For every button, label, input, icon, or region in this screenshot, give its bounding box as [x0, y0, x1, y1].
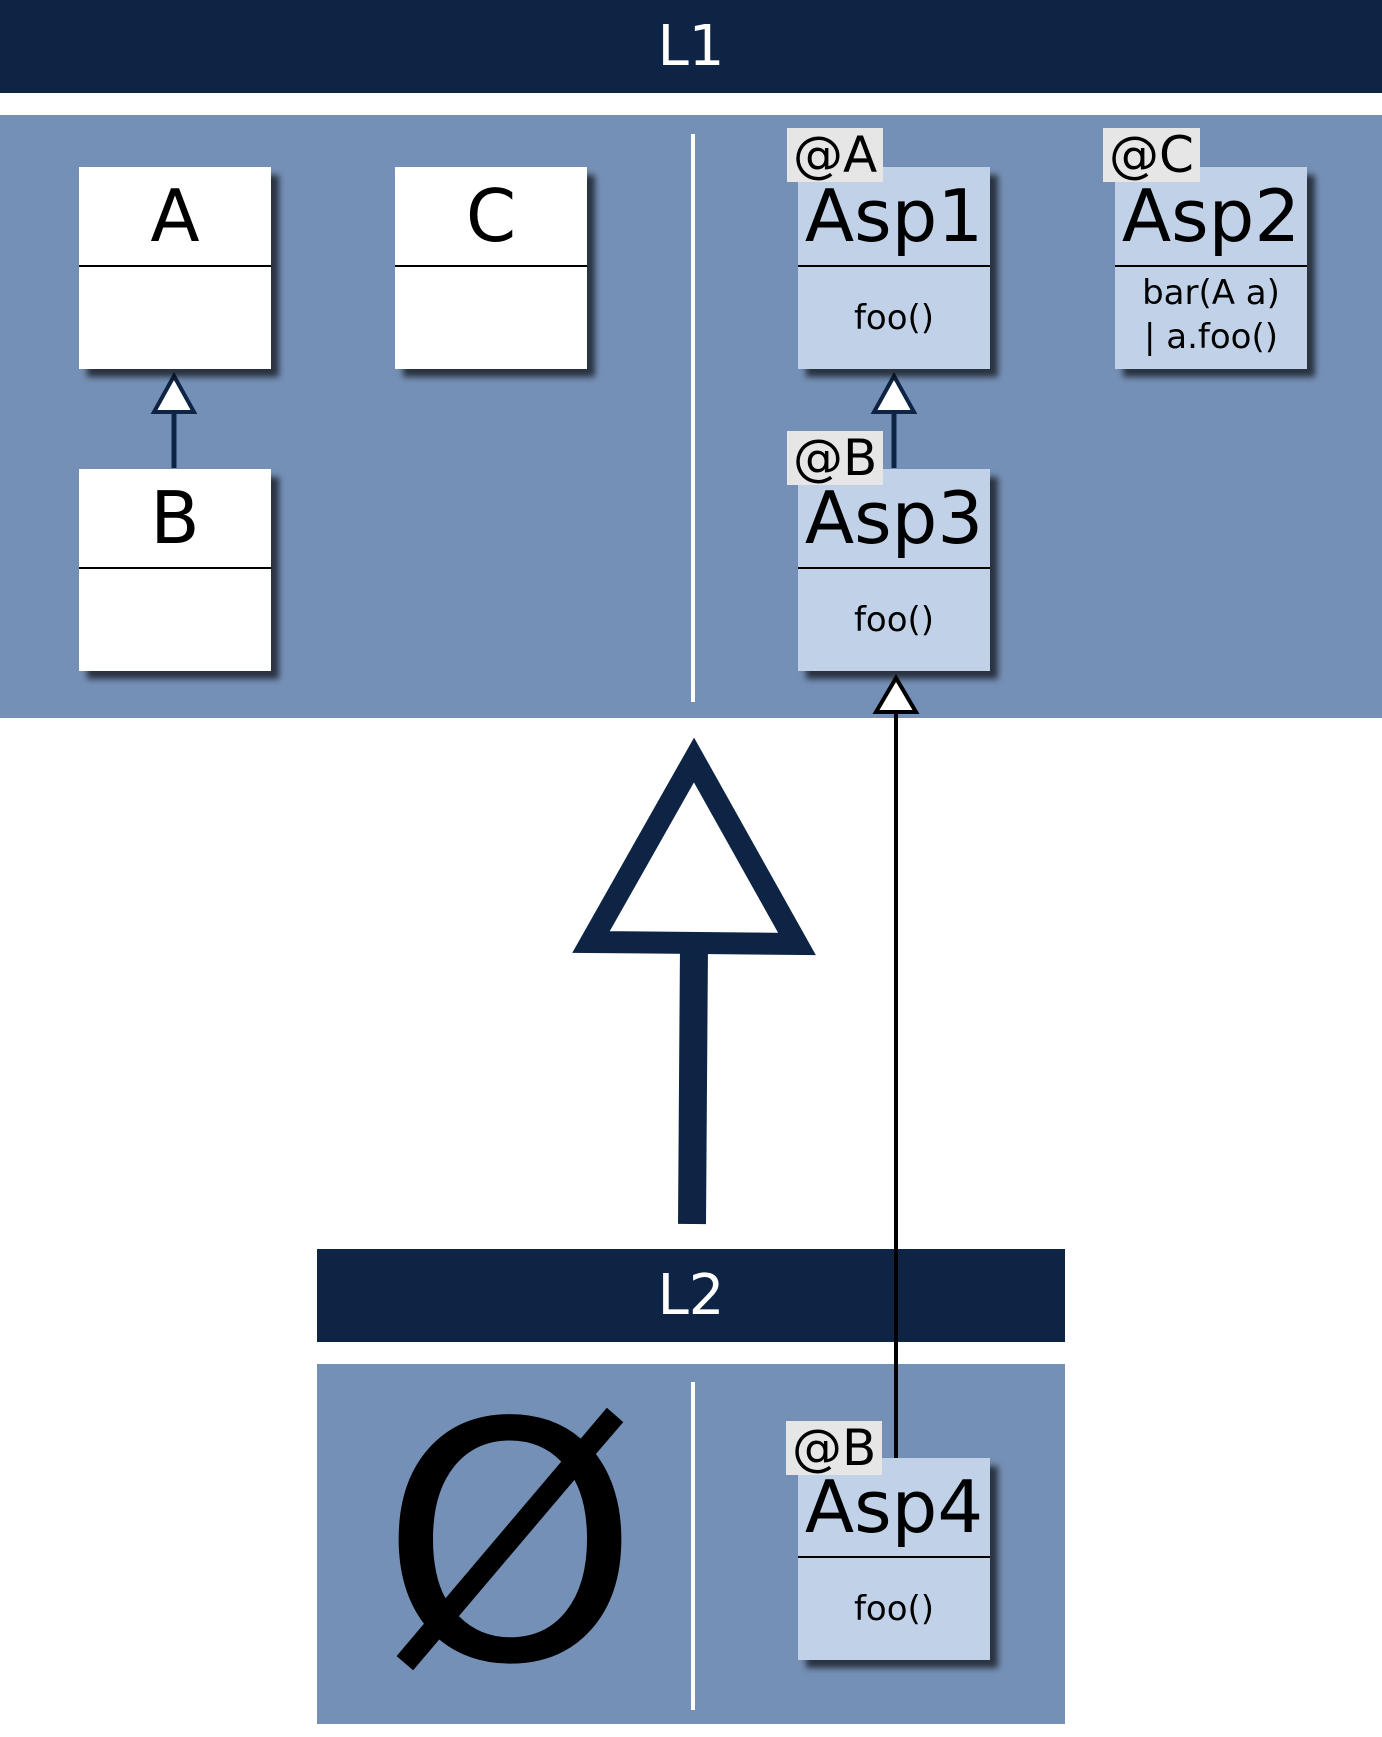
class-b: B [79, 469, 271, 671]
arrowhead-l1 [572, 737, 816, 956]
arrowhead-a [150, 371, 198, 414]
aspect-asp1-annotation: @A [787, 128, 884, 182]
class-a-name: A [79, 167, 271, 267]
class-a-body [79, 267, 271, 369]
aspect-asp2-body-line1: bar(A a) [1142, 273, 1280, 313]
class-b-body [79, 569, 271, 671]
aspect-asp2-body-line2: | a.foo() [1143, 317, 1278, 358]
class-c-name: C [395, 167, 587, 267]
aspect-asp2: Asp2 bar(A a) | a.foo() [1115, 167, 1307, 369]
aspect-asp4-annotation: @B [786, 1421, 883, 1475]
aspect-asp2-name: Asp2 [1115, 167, 1307, 267]
aspect-asp4: Asp4 foo() [798, 1458, 990, 1660]
aspect-asp1-body: foo() [853, 297, 935, 338]
layer-l1-header: L1 [0, 0, 1382, 93]
aspect-asp2-body: bar(A a) | a.foo() [1115, 267, 1307, 369]
layer-l2-header: L2 [317, 1249, 1065, 1342]
aspect-asp4-body: foo() [853, 1588, 935, 1629]
aspect-asp3-annotation: @B [787, 431, 884, 485]
class-c: C [395, 167, 587, 369]
class-a: A [79, 167, 271, 369]
aspect-asp3-name: Asp3 [798, 469, 990, 569]
aspect-asp3-body: foo() [853, 599, 935, 640]
aspect-asp2-annotation: @C [1103, 128, 1200, 182]
class-b-name: B [79, 469, 271, 569]
layer-l2-divider [691, 1382, 695, 1710]
empty-set-symbol: Ø [380, 1353, 640, 1737]
aspect-asp1-name: Asp1 [798, 167, 990, 267]
aspect-asp3: Asp3 foo() [798, 469, 990, 671]
edge-l2-to-l1 [678, 943, 708, 1225]
layer-l1-divider [691, 134, 695, 702]
aspect-asp4-name: Asp4 [798, 1458, 990, 1558]
class-c-body [395, 267, 587, 369]
aspect-asp1: Asp1 foo() [798, 167, 990, 369]
layer-l1-title: L1 [657, 14, 725, 79]
arrowhead-asp1 [870, 371, 918, 414]
arrowhead-asp3 [872, 674, 920, 714]
layer-l2-title: L2 [657, 1263, 725, 1328]
